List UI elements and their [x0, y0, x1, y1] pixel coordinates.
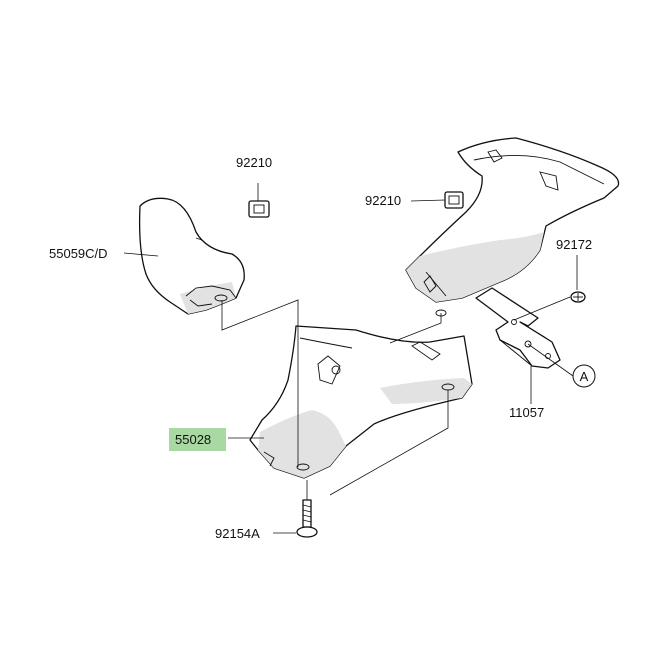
- right-upper-cover-part[interactable]: [405, 137, 620, 317]
- assembly-lines: [123, 183, 578, 534]
- reference-marker-a: A: [572, 364, 596, 388]
- right-clip-nut-part[interactable]: [444, 191, 464, 209]
- bracket-part[interactable]: [475, 287, 561, 369]
- part-label-55028[interactable]: 55028: [175, 432, 211, 447]
- screw-92154a-part[interactable]: [296, 499, 318, 538]
- left-clip-nut-part[interactable]: [248, 200, 270, 218]
- part-label-92210-right[interactable]: 92210: [365, 193, 401, 208]
- part-number-highlight: [169, 428, 226, 451]
- part-label-92210-left[interactable]: 92210: [236, 155, 272, 170]
- bolt-92172-part[interactable]: [570, 291, 586, 303]
- marker-a-label: A: [580, 369, 589, 384]
- left-side-cover-part[interactable]: [138, 197, 245, 315]
- part-label-11057[interactable]: 11057: [509, 405, 544, 420]
- part-label-92154a[interactable]: 92154A: [215, 526, 260, 541]
- part-label-55059cd[interactable]: 55059C/D: [49, 246, 108, 261]
- part-label-92172[interactable]: 92172: [556, 237, 592, 252]
- main-lower-cover-part[interactable]: [249, 325, 473, 479]
